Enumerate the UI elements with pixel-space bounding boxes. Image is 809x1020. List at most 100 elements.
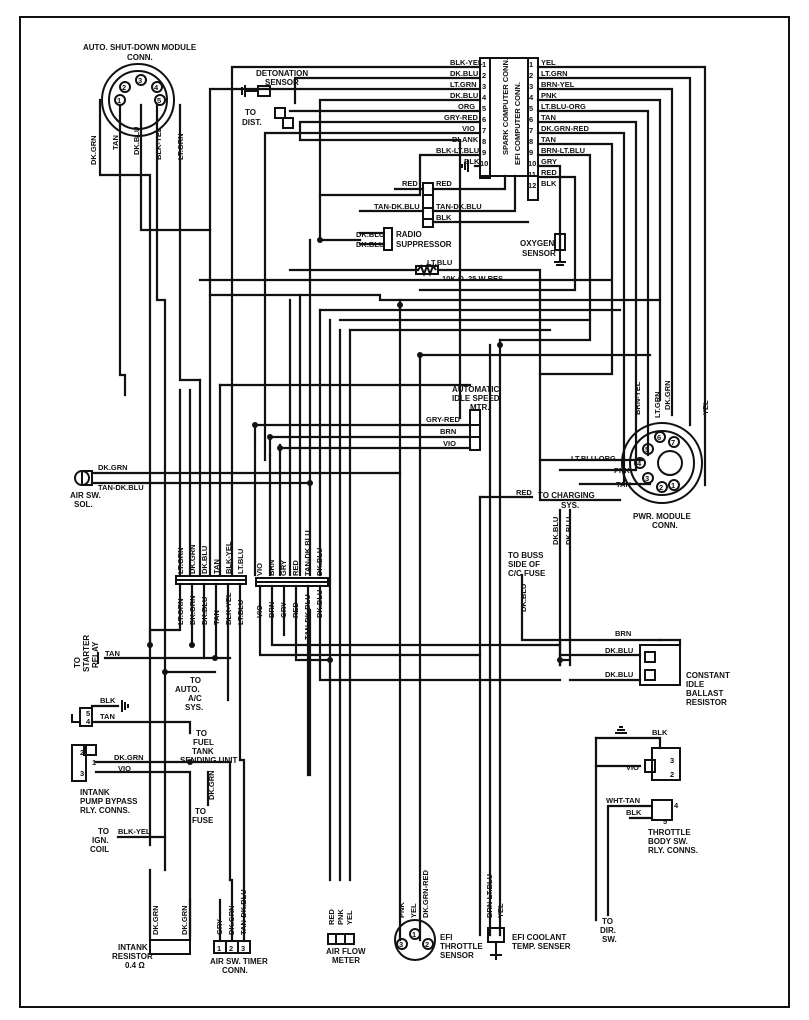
air-sw-wire-dkgrn: DK.GRN (98, 463, 128, 472)
svg-text:GRY: GRY (279, 560, 288, 576)
asd-title-conn: CONN. (127, 53, 153, 62)
oxygen-label-1: OXYGEN (520, 239, 554, 248)
fuse-dkgrn: DK.GRN (207, 770, 216, 800)
starter-label-2: STARTER (82, 635, 91, 672)
buss-label-2: SIDE OF (508, 560, 540, 569)
bypass-label-3: RLY. CONNS. (80, 806, 130, 815)
svg-text:5: 5 (529, 104, 533, 113)
svg-text:6: 6 (529, 115, 533, 124)
grp1-bottom-labels: LT.GRN DK.GRN DK.BLU TAN BLK-YEL LT.BLU (176, 592, 245, 625)
pwr-module-wires (538, 458, 652, 486)
mid-red-left: RED (402, 179, 418, 188)
svg-text:VIO: VIO (462, 124, 475, 133)
svg-text:LT.GRN: LT.GRN (176, 547, 185, 574)
tb-blk: BLK (652, 728, 668, 737)
mid-connector (422, 182, 434, 228)
svg-text:TAN-DK.BLU: TAN-DK.BLU (303, 530, 312, 576)
small-pin5: 5 (86, 709, 90, 718)
ballast-resistor (639, 644, 681, 686)
throttle-sensor: 3 1 2 (394, 919, 436, 961)
tb-vio: VIO (626, 763, 639, 772)
ballast-label-1: CONSTANT (686, 671, 730, 680)
svg-text:2: 2 (659, 483, 663, 492)
throttle-label-1: EFI (440, 933, 452, 942)
idle-speed-motor (469, 409, 481, 451)
small-blk: BLK (100, 696, 116, 705)
dir-label-2: DIR. (600, 926, 616, 935)
charging-dkblu-2: DK.BLU (564, 517, 573, 545)
svg-text:TAN: TAN (541, 113, 556, 122)
pwr-wire-tan: TAN (616, 480, 631, 489)
asd-wire-tan: TAN (111, 135, 120, 150)
dir-label-1: TO (602, 917, 613, 926)
pwr-wire-ltgrn: LT.GRN (653, 391, 662, 418)
ballast-dkblu-2: DK.BLU (605, 670, 633, 679)
pwr-label-1: PWR. MODULE (633, 512, 691, 521)
ballast-brn: BRN (615, 629, 631, 638)
bypass-pin-3: 3 (80, 769, 84, 778)
ground-symbol-spark (461, 160, 469, 172)
airflow-wire-red: RED (327, 909, 336, 925)
svg-text:GRY-RED: GRY-RED (444, 113, 478, 122)
svg-text:4: 4 (529, 93, 534, 102)
svg-text:BLK: BLK (541, 179, 557, 188)
svg-text:1: 1 (412, 930, 416, 939)
svg-text:6: 6 (657, 433, 661, 442)
svg-text:1: 1 (529, 60, 533, 69)
buss-wire (520, 573, 572, 662)
mid-tan-right: TAN-DK.BLU (436, 202, 482, 211)
aism-label-1: AUTOMATIC (452, 385, 499, 394)
auto-ac-2: AUTO. (175, 685, 200, 694)
mid-red-right: RED (436, 179, 452, 188)
svg-text:5: 5 (482, 104, 486, 113)
bypass-pin-2: 2 (80, 748, 84, 757)
tb-pin-2: 2 (670, 770, 674, 779)
airflow-wire-pnk: PNK (336, 909, 345, 925)
spark-conn-label: SPARK COMPUTER CONN. (501, 58, 510, 155)
mid-blk: BLK (436, 213, 452, 222)
svg-text:12: 12 (528, 181, 536, 190)
charging-label-2: SYS. (561, 501, 579, 510)
to-dist-2: DIST. (242, 118, 262, 127)
resistor-symbol (415, 263, 439, 277)
asd-wire-dkgrn: DK.GRN (89, 135, 98, 165)
spark-pins: 1 2 3 4 5 6 7 8 9 10 (480, 60, 488, 168)
svg-text:DK.BLU: DK.BLU (450, 69, 478, 78)
svg-text:LT.GRN: LT.GRN (541, 69, 568, 78)
ground-symbol-small (121, 700, 129, 712)
svg-text:3: 3 (138, 76, 142, 85)
svg-text:DK.BLU: DK.BLU (450, 91, 478, 100)
tb-label-3: RLY. CONNS. (648, 846, 698, 855)
svg-text:LT.GRN: LT.GRN (450, 80, 477, 89)
svg-text:3: 3 (529, 82, 533, 91)
starter-label-1: TO (73, 657, 82, 668)
detonation-label-2: SENSOR (265, 78, 299, 87)
throttle-label-3: SENSOR (440, 951, 474, 960)
svg-text:DK.GRN: DK.GRN (188, 544, 197, 574)
svg-text:LT.BLU-ORG: LT.BLU-ORG (541, 102, 586, 111)
timer-wire-tandkblu: TAN-DK.BLU (239, 889, 248, 935)
svg-text:3: 3 (399, 940, 403, 949)
timer-wire-dkgrn: DK.GRN (227, 905, 236, 935)
airflow-label-1: AIR FLOW (326, 947, 366, 956)
air-sw-label-1: AIR SW. (70, 491, 101, 500)
pwr-label-2: CONN. (652, 521, 678, 530)
svg-text:7: 7 (482, 126, 486, 135)
svg-text:1: 1 (482, 60, 486, 69)
svg-text:11: 11 (528, 170, 536, 179)
svg-text:3: 3 (645, 474, 649, 483)
tb-blk2: BLK (626, 808, 642, 817)
svg-text:8: 8 (529, 137, 533, 146)
pwr-wire-yel: YEL (701, 400, 710, 415)
auto-ac-3: A/C (188, 694, 202, 703)
coolant-label-2: TEMP. SENSER (512, 942, 571, 951)
bypass-dkgrn: DK.GRN (114, 753, 144, 762)
coolant-label-1: EFI COOLANT (512, 933, 566, 942)
svg-text:VIO: VIO (255, 563, 264, 576)
svg-text:4: 4 (637, 459, 642, 468)
fuel-label-2: FUEL (193, 738, 214, 747)
tb-wires (594, 736, 662, 922)
svg-text:DK.BLU: DK.BLU (315, 548, 324, 576)
intank-label-3: 0.4 Ω (125, 961, 145, 970)
